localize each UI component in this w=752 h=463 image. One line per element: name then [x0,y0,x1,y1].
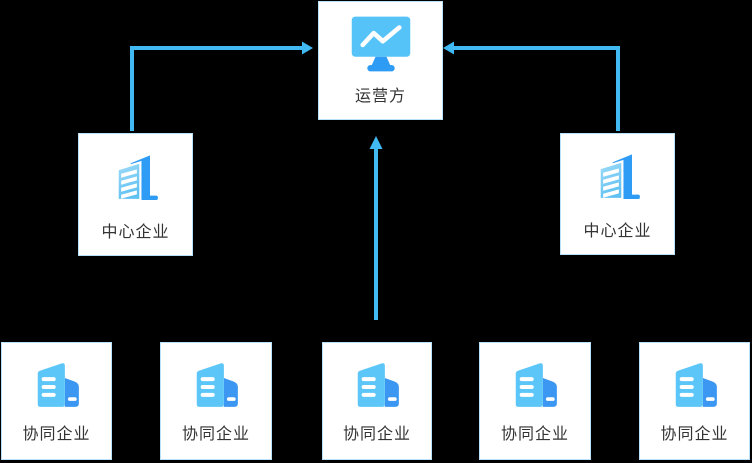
operator-label: 运营方 [354,88,406,105]
collab-enterprise-label: 协同企业 [181,426,250,443]
office-building-icon [108,148,164,210]
collab-enterprise-2-node: 协同企业 [160,342,272,460]
collab-enterprise-4-node: 协同企业 [479,342,591,460]
arrow-center-left-to-operator [130,41,313,131]
operator-node: 运营方 [318,1,443,120]
company-building-icon [507,358,563,412]
collab-enterprise-label: 协同企业 [342,426,411,443]
company-building-icon [188,358,244,412]
collab-enterprise-1-node: 协同企业 [1,342,112,460]
collab-enterprise-3-node: 协同企业 [322,342,432,460]
center-enterprise-left-node: 中心企业 [78,133,193,256]
monitor-chart-icon [349,15,413,73]
company-building-icon [667,358,723,412]
arrow-collab-to-operator [369,136,383,320]
collab-enterprise-label: 协同企业 [660,426,729,443]
arrow-center-right-to-operator [443,41,620,131]
company-building-icon [349,358,405,412]
office-building-icon [590,147,646,209]
center-enterprise-right-node: 中心企业 [560,133,675,255]
center-enterprise-label: 中心企业 [583,223,652,240]
collab-enterprise-5-node: 协同企业 [639,342,750,460]
collab-enterprise-label: 协同企业 [22,426,91,443]
collab-enterprise-label: 协同企业 [500,426,569,443]
center-enterprise-label: 中心企业 [101,223,170,241]
company-building-icon [29,358,85,412]
